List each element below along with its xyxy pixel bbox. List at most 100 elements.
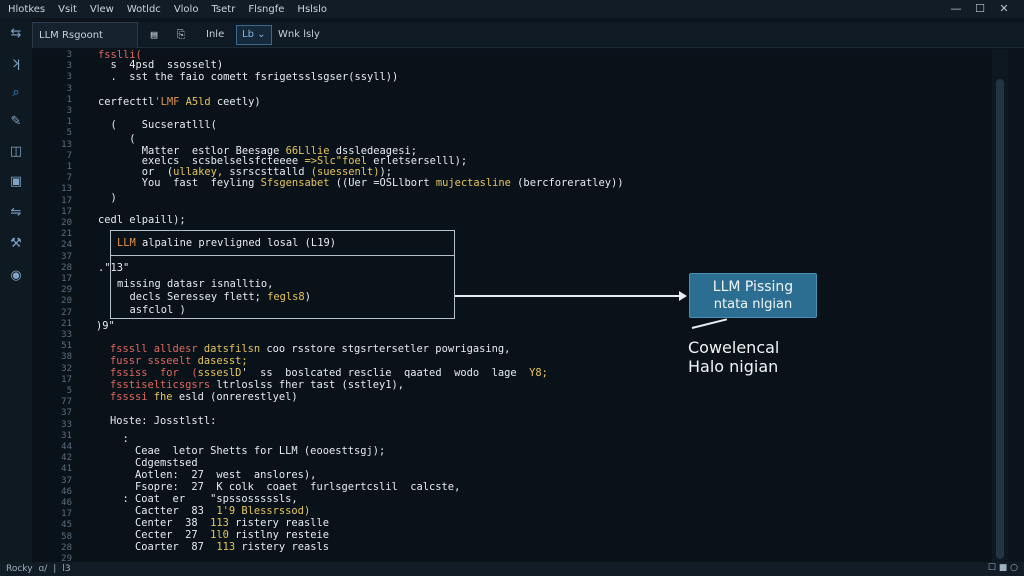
code-line: ( (98, 133, 136, 146)
code-token: =>Slc"foel (304, 155, 368, 167)
tab-file[interactable]: LLM Rsgoont (32, 22, 138, 48)
code-token: ' ss boslcated resclie qaated wodo lage (241, 367, 530, 379)
code-token: fsssll alldesr (110, 343, 204, 355)
line-number: 37 (61, 475, 72, 486)
code-line: Cdgemstsed (110, 457, 198, 470)
close-icon[interactable]: ✕ (999, 2, 1009, 15)
minimize-icon[interactable]: — (950, 2, 962, 15)
code-token: A5ld (185, 96, 211, 108)
tab-layout-dropdown[interactable]: Lb ⌄ (236, 25, 272, 45)
search-icon[interactable]: ⌕ (12, 85, 20, 100)
menu-item[interactable]: Vlew (89, 3, 114, 15)
menu-item[interactable]: Flsngfe (248, 3, 285, 15)
code-token: 1l0 (210, 529, 229, 541)
maximize-icon[interactable]: ☐ (975, 2, 985, 15)
code-token: (suessenlt) (310, 166, 380, 178)
line-number: 17 (61, 274, 72, 284)
line-number: 3 (66, 50, 72, 60)
code-token: Aotlen: 27 west anslores), (110, 469, 317, 481)
code-token: Fsopre: 27 K colk coaet furlsgertcslil c… (110, 481, 461, 493)
line-number: 7 (66, 173, 72, 184)
status-item[interactable]: ɑ/ (38, 564, 48, 574)
split-icon[interactable]: ◫ (9, 144, 23, 159)
code-line: Center 38 113 ristery reaslle (110, 517, 329, 530)
callout-box: LLM Pissing ntata nlgian (689, 273, 817, 318)
code-token: ristlny resteie (228, 529, 329, 541)
tab-info[interactable]: Inle (206, 29, 225, 40)
highlight-box-header: LLM alpaline prevligned losal (L19) (110, 230, 455, 256)
vertical-scrollbar[interactable] (992, 49, 1008, 562)
copy-icon[interactable]: ⎘ (176, 28, 186, 41)
tab-help[interactable]: Wnk lsly (278, 29, 320, 40)
line-number: 17 (61, 206, 72, 217)
code-token: or ( (98, 166, 174, 178)
line-number: 44 (61, 442, 72, 452)
line-number: 33 (61, 330, 72, 340)
code-token: fher tast (sstley1), (278, 379, 405, 391)
code-line: Cecter 27 1l0 ristlny resteie (110, 529, 329, 542)
scroll-thumb[interactable] (996, 79, 1004, 559)
line-number: 1 (66, 162, 72, 172)
account-icon[interactable]: ◉ (10, 268, 22, 283)
files-icon[interactable]: ⇆ (10, 26, 22, 41)
menu-item[interactable]: Hslslo (297, 3, 328, 15)
file-icon[interactable]: ▤ (150, 28, 158, 41)
code-line: fsssll alldesr datsfilsn coo rsstore stg… (110, 343, 510, 356)
menu-item[interactable]: Vlolo (173, 3, 199, 15)
code-token: mujectasline (435, 177, 511, 189)
menu-item[interactable]: Hlotkes (8, 3, 46, 15)
status-right[interactable]: ☐ ■ ○ (987, 563, 1018, 573)
code-token: 113 (216, 541, 236, 553)
line-number: 32 (61, 363, 72, 374)
code-token: exelcs scsbelselsfcteeee (98, 155, 305, 167)
callout-line-2: ntata nlgian (713, 297, 793, 312)
status-item: | (53, 564, 57, 574)
line-number: 3 (66, 72, 72, 83)
code-token: ) (98, 192, 117, 204)
side-note-line-2: Halo nigian (688, 357, 779, 376)
status-item[interactable]: Rocky (6, 564, 33, 574)
edit-icon[interactable]: ✎ (10, 114, 22, 129)
status-item[interactable]: l3 (62, 564, 71, 574)
code-token: Cactter 83 (110, 505, 217, 517)
line-number: 5 (66, 386, 72, 396)
line-number: 3 (66, 83, 72, 94)
code-line: cedl elpaill); (98, 214, 186, 227)
code-token: Matter estlor Beesage (98, 145, 286, 157)
code-token: ullakey, (173, 166, 224, 178)
source-control-icon[interactable]: ʞ (11, 56, 21, 71)
code-token: ( (98, 133, 136, 145)
code-token: ristery reasls (235, 541, 329, 553)
code-line: Hoste: Josstlstl: (110, 415, 216, 428)
code-line: Aotlen: 27 west anslores), (110, 469, 316, 482)
code-token: fssssi (110, 391, 154, 403)
code-token: ltrloslss (216, 379, 279, 391)
line-number: 20 (61, 218, 72, 228)
line-number: 13 (61, 139, 72, 150)
menu-item[interactable]: Tsetr (211, 3, 236, 15)
run-icon[interactable]: ⇋ (10, 205, 22, 220)
box-line: decls Seressey flett; (117, 291, 268, 303)
line-number: 28 (61, 542, 72, 553)
code-line: Fsopre: 27 K colk coaet furlsgertcslil c… (110, 481, 460, 494)
code-token: Center 38 (110, 517, 211, 529)
code-token: fhe (153, 391, 179, 403)
code-line: exelcs scsbelselsfcteeee =>Slc"foel erle… (98, 155, 467, 168)
extensions-icon[interactable]: ▣ (9, 174, 23, 189)
menu-item[interactable]: Vsit (58, 3, 77, 15)
menu-item[interactable]: Wotldc (126, 3, 161, 15)
code-token: (bercforeratley)) (510, 177, 624, 189)
code-line: cerfecttl'LMF A5ld ceetly) (98, 96, 261, 109)
box-title-prefix: LLM (117, 237, 143, 249)
line-number: 5 (66, 128, 72, 139)
side-note-line-1: Cowelencal (688, 338, 780, 357)
line-number: 29 (61, 554, 72, 564)
tools-icon[interactable]: ⚒ (10, 236, 22, 251)
line-number: 20 (61, 296, 72, 307)
code-line: . sst the faio comett fsrigetsslsgser(ss… (98, 71, 399, 84)
side-note: Cowelencal Halo nigian (688, 338, 779, 376)
line-number: 33 (61, 419, 72, 430)
code-line: ( Sucseratlll( (98, 119, 217, 132)
arrow-head-icon (679, 291, 687, 301)
